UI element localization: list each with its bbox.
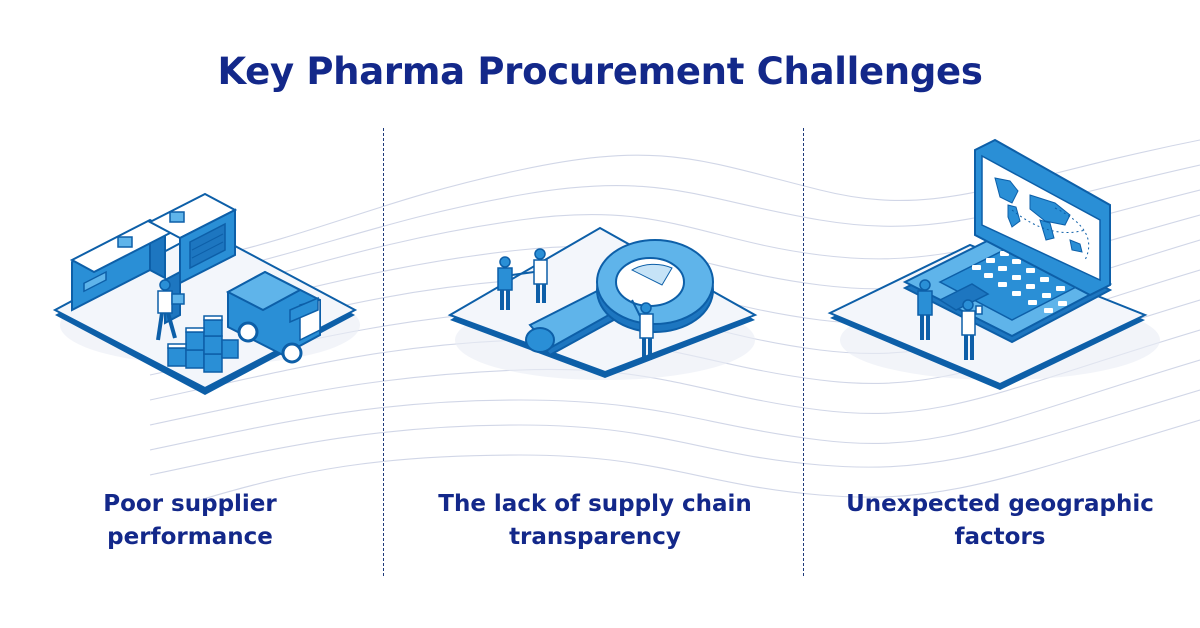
caption-line-2: performance xyxy=(107,524,273,550)
panel-supply-chain-transparency: The lack of supply chain transparency xyxy=(400,110,800,590)
caption-supplier-performance: Poor supplier performance xyxy=(0,488,390,554)
warehouse-truck-boxes-icon xyxy=(52,192,360,395)
page-title: Key Pharma Procurement Challenges xyxy=(217,50,983,93)
divider-right xyxy=(803,128,804,576)
caption-line-2: factors xyxy=(954,524,1046,550)
panel-geographic-factors: Unexpected geographic factors xyxy=(800,110,1200,590)
laptop-world-map-icon xyxy=(827,138,1160,390)
divider-left xyxy=(383,128,384,576)
caption-line-1: Unexpected geographic xyxy=(846,491,1154,517)
caption-line-1: The lack of supply chain xyxy=(438,491,752,517)
caption-supply-chain-transparency: The lack of supply chain transparency xyxy=(395,488,795,554)
panel-supplier-performance: Poor supplier performance xyxy=(0,110,400,590)
magnifying-glass-people-icon xyxy=(447,226,758,380)
caption-line-1: Poor supplier xyxy=(103,491,277,517)
caption-geographic-factors: Unexpected geographic factors xyxy=(800,488,1200,554)
caption-line-2: transparency xyxy=(509,524,681,550)
